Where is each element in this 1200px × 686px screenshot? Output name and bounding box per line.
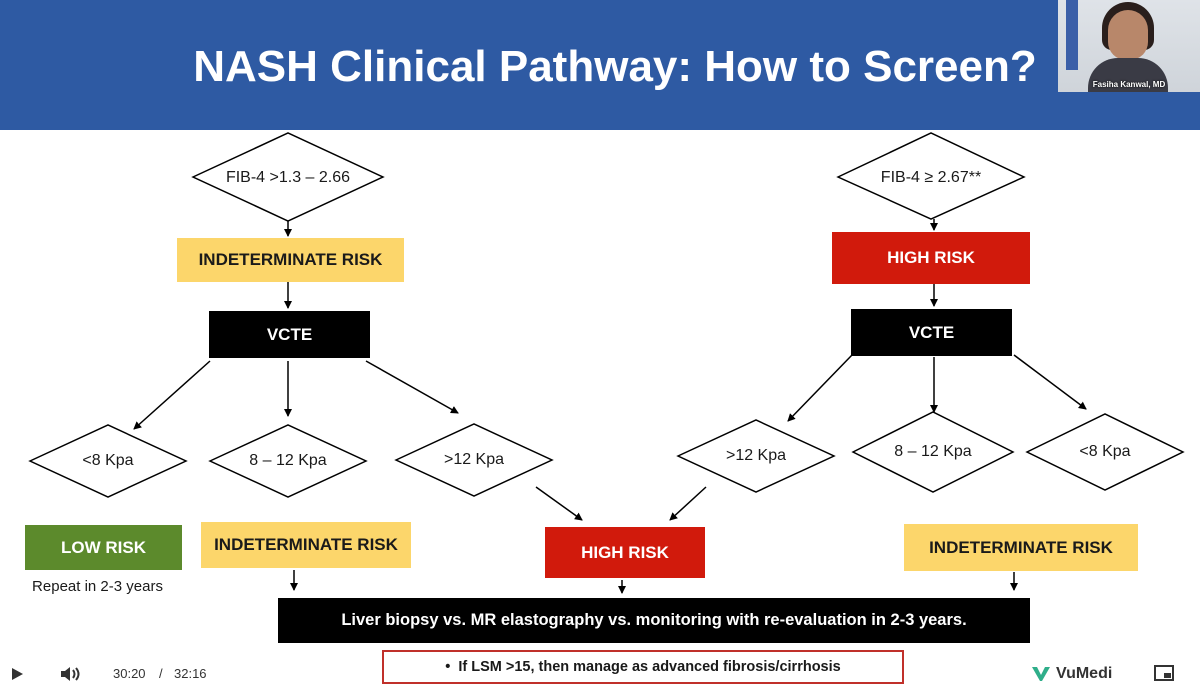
flag-background: [1066, 0, 1078, 70]
speaker-face: [1108, 10, 1148, 60]
vumedi-logo-icon: [1032, 667, 1050, 681]
left-outcome-3-text: >12 Kpa: [443, 451, 505, 468]
left-outcome-diamond-2: [208, 424, 368, 498]
center-high-risk-box: HIGH RISK: [545, 527, 705, 578]
volume-icon[interactable]: [60, 662, 82, 685]
total-time: 32:16: [174, 666, 207, 681]
right-indeterminate-result-box: INDETERMINATE RISK: [904, 524, 1138, 571]
slide-header: NASH Clinical Pathway: How to Screen?: [0, 0, 1200, 130]
bottom-action-box: Liver biopsy vs. MR elastography vs. mon…: [278, 598, 1030, 643]
right-outcome-diamond-3: [1025, 413, 1185, 491]
left-decision-diamond: [191, 132, 385, 222]
left-outcome-2-text: 8 – 12 Kpa: [249, 452, 327, 469]
play-icon[interactable]: [10, 662, 24, 685]
player-controls: 30:20 / 32:16: [0, 662, 380, 685]
current-time: 30:20: [113, 666, 146, 681]
right-outcome-1-text: >12 Kpa: [725, 447, 787, 464]
right-vcte-box: VCTE: [851, 309, 1012, 356]
right-decision-diamond: [836, 132, 1026, 220]
bullet-icon: •: [445, 659, 451, 675]
vumedi-brand: VuMedi: [1032, 664, 1112, 684]
left-indeterminate-risk-box: INDETERMINATE RISK: [177, 238, 404, 282]
left-outcome-1-text: <8 Kpa: [82, 452, 134, 469]
right-outcome-3-text: <8 Kpa: [1079, 443, 1131, 460]
time-separator: /: [159, 666, 163, 681]
lsm-note-box: • If LSM >15, then manage as advanced fi…: [382, 650, 904, 684]
right-high-risk-box: HIGH RISK: [832, 232, 1030, 284]
left-outcome-diamond-3: [394, 423, 554, 497]
flow-arrows: [133, 219, 1087, 594]
right-decision-text: FIB-4 ≥ 2.67**: [880, 169, 982, 186]
vumedi-brand-text: VuMedi: [1056, 665, 1113, 682]
left-outcome-diamond-1: [28, 424, 188, 498]
picture-in-picture-icon[interactable]: [1154, 665, 1174, 681]
left-indeterminate-result-box: INDETERMINATE RISK: [201, 522, 411, 568]
right-outcome-diamond-2: [851, 411, 1015, 493]
speaker-webcam: Fasiha Kanwal, MD: [1058, 0, 1200, 92]
lsm-note-text: If LSM >15, then manage as advanced fibr…: [458, 659, 841, 675]
left-vcte-box: VCTE: [209, 311, 370, 358]
low-risk-box: LOW RISK: [25, 525, 182, 570]
slide-title: NASH Clinical Pathway: How to Screen?: [193, 42, 1037, 91]
speaker-body: [1088, 58, 1168, 92]
low-risk-note: Repeat in 2-3 years: [32, 578, 163, 595]
right-outcome-diamond-1: [676, 419, 836, 493]
speaker-name: Fasiha Kanwal, MD: [1092, 80, 1166, 89]
left-decision-text: FIB-4 >1.3 – 2.66: [225, 169, 351, 186]
right-outcome-2-text: 8 – 12 Kpa: [894, 443, 972, 460]
